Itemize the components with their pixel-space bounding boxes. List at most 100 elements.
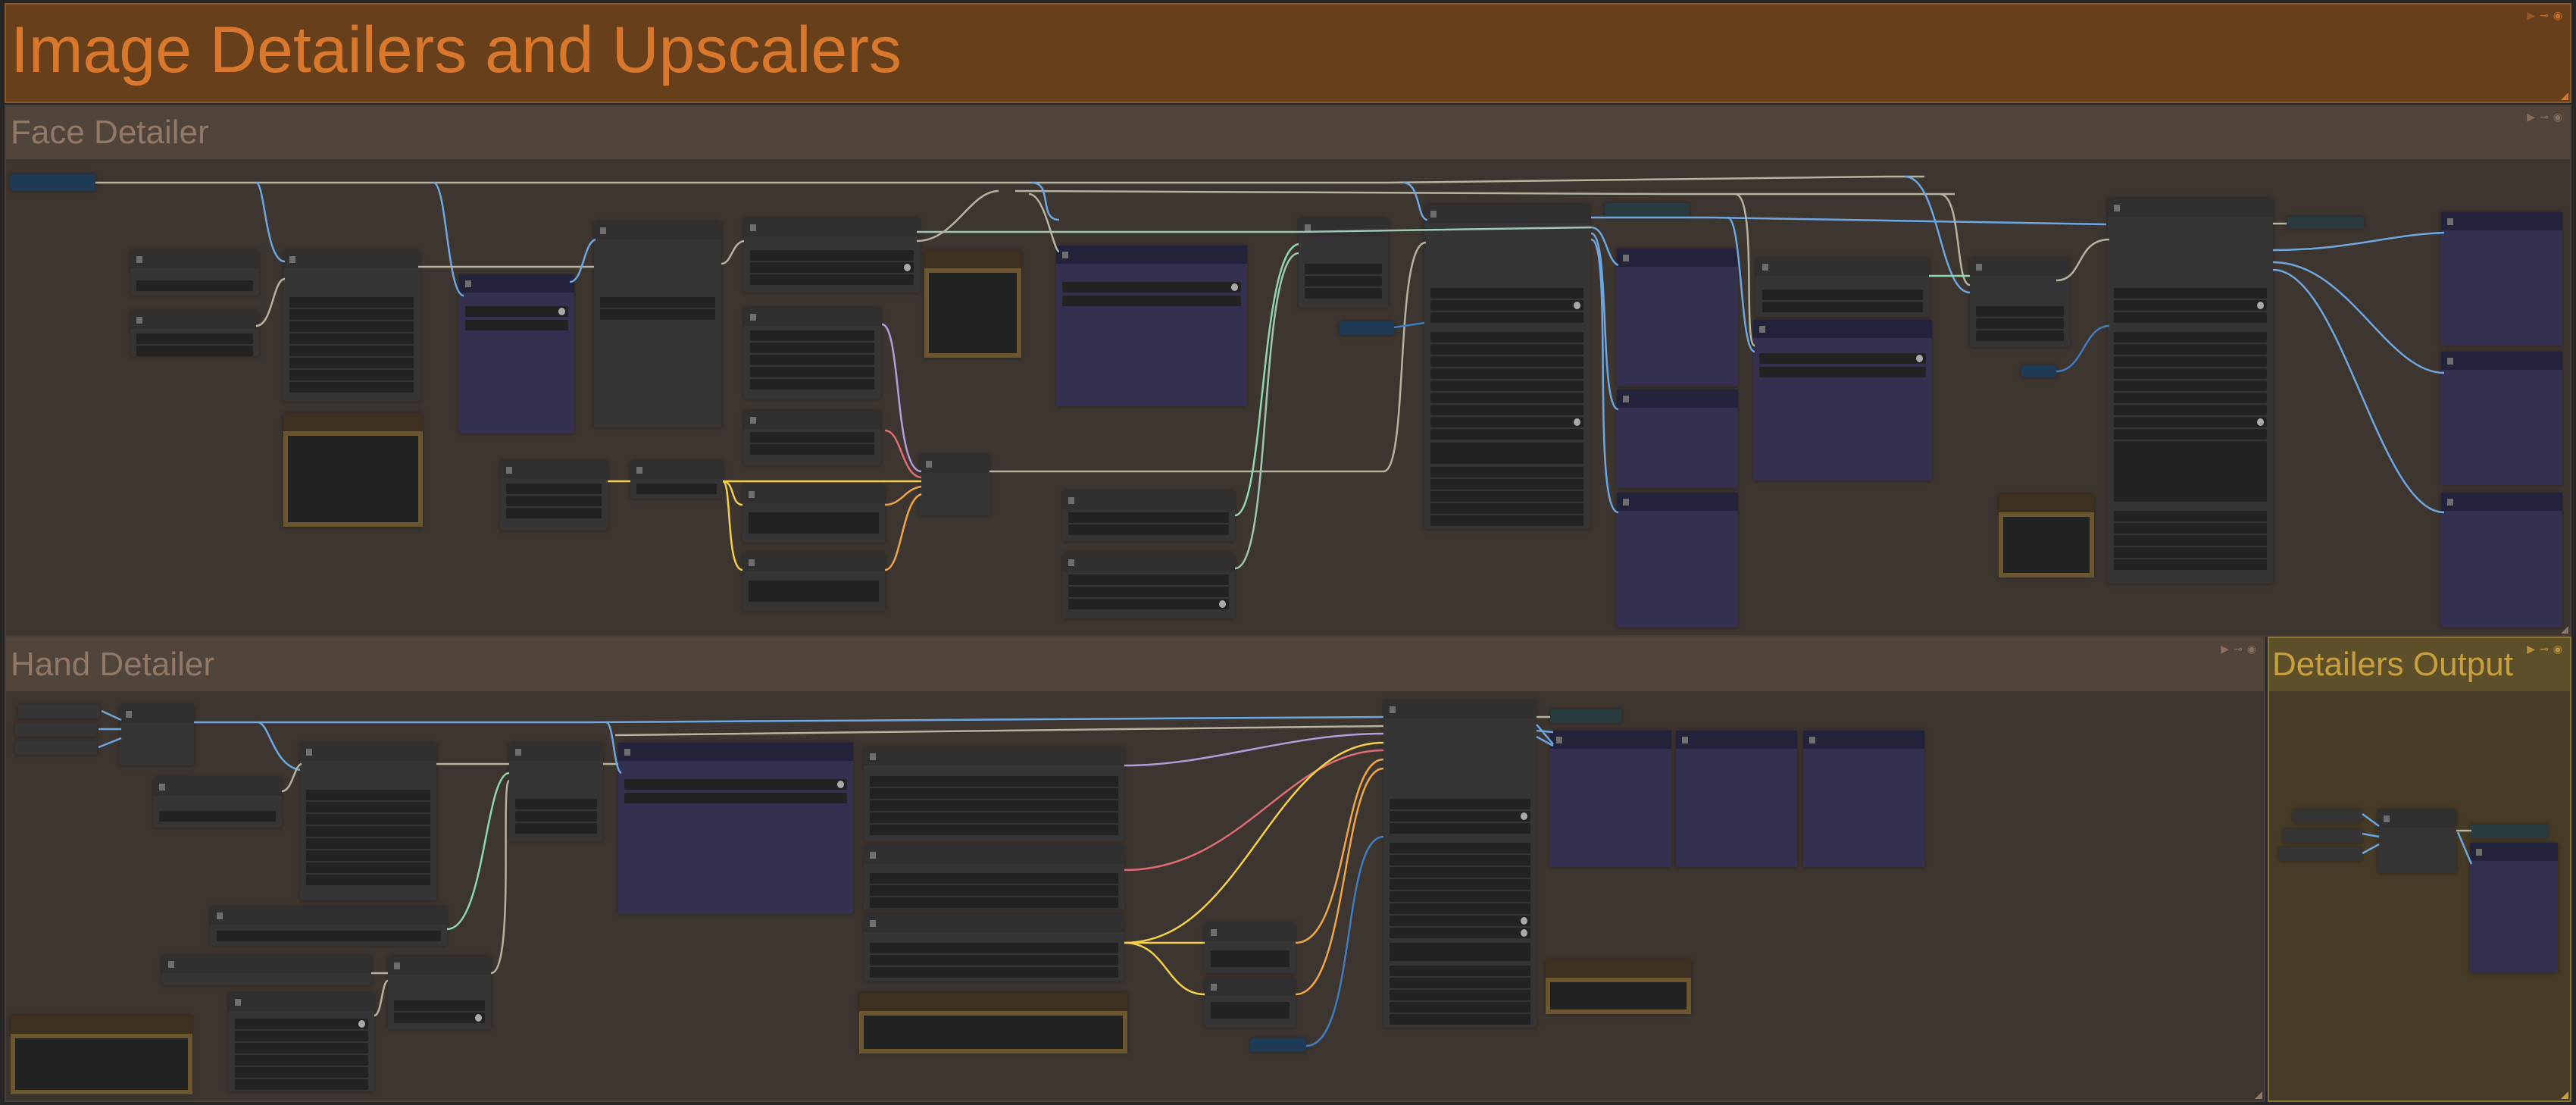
node-widget[interactable] <box>306 838 430 849</box>
node-widget[interactable] <box>394 1000 485 1011</box>
node-widget[interactable] <box>1068 587 1229 597</box>
node-widget[interactable] <box>2114 332 2267 343</box>
node-widget[interactable] <box>1759 353 1926 364</box>
node-widget[interactable] <box>1430 368 1583 379</box>
node-face-model-loader[interactable] <box>744 218 920 293</box>
node-header[interactable] <box>2108 199 2273 217</box>
node-header[interactable] <box>864 914 1124 932</box>
reroute-node[interactable] <box>1605 203 1690 217</box>
node-header[interactable] <box>630 461 723 479</box>
node-widget[interactable] <box>289 358 414 368</box>
node-hand-image-input[interactable] <box>162 955 371 985</box>
node-header[interactable] <box>594 221 721 239</box>
node-hand-negative-prompt[interactable] <box>1205 978 1296 1028</box>
node-hand-upscale-settings[interactable] <box>229 993 374 1091</box>
node-widget[interactable] <box>1430 288 1583 299</box>
node-widget[interactable] <box>600 297 715 308</box>
node-widget[interactable] <box>235 1019 368 1029</box>
node-widget[interactable] <box>1390 799 1530 809</box>
node-widget[interactable] <box>750 444 874 455</box>
primitive-node[interactable] <box>1340 321 1394 335</box>
node-widget[interactable] <box>1430 312 1583 323</box>
node-widget[interactable] <box>870 788 1118 799</box>
node-widget[interactable] <box>1390 855 1530 866</box>
node-hand-preview-2[interactable] <box>1676 731 1797 867</box>
node-widget[interactable] <box>306 790 430 800</box>
node-face-loader-1[interactable] <box>130 250 259 296</box>
node-widget[interactable] <box>1759 367 1926 377</box>
node-hand-detailer[interactable] <box>1383 700 1537 1028</box>
node-negative-prompt[interactable] <box>742 553 885 611</box>
node-widget[interactable] <box>2114 300 2267 311</box>
node-widget[interactable] <box>870 873 1118 884</box>
node-header[interactable] <box>1803 731 1924 749</box>
node-widget[interactable] <box>1976 306 2064 317</box>
node-widget[interactable] <box>506 508 602 518</box>
node-widget[interactable] <box>1062 296 1241 306</box>
node-widget[interactable] <box>159 811 276 822</box>
node-face-loader-2[interactable] <box>130 311 259 356</box>
node-widget[interactable] <box>506 484 602 494</box>
node-header[interactable] <box>2441 212 2562 230</box>
node-widget[interactable] <box>1430 380 1583 391</box>
node-hand-switch[interactable] <box>120 705 194 765</box>
node-widget[interactable] <box>1068 574 1229 585</box>
node-header[interactable] <box>1550 731 1671 749</box>
node-header[interactable] <box>1617 249 1738 267</box>
reroute-node[interactable] <box>11 174 95 191</box>
node-widget[interactable] <box>1390 966 1530 976</box>
node-widget[interactable] <box>750 274 914 285</box>
node-widget[interactable] <box>1430 356 1583 367</box>
wildcard-textarea[interactable] <box>2114 441 2267 502</box>
node-widget[interactable] <box>235 1079 368 1090</box>
node-output-preview[interactable] <box>2470 843 2558 973</box>
node-face-sampler-settings[interactable] <box>283 250 420 402</box>
node-face-detailer-pipe[interactable] <box>2108 199 2273 584</box>
node-preview-final-1[interactable] <box>2441 212 2562 346</box>
node-hand-preview-bridge[interactable] <box>618 743 853 914</box>
node-header[interactable] <box>742 553 885 571</box>
node-hand-clip-loader[interactable] <box>864 914 1124 981</box>
node-widget[interactable] <box>870 897 1118 908</box>
group-title[interactable]: Hand Detailer <box>6 638 2264 691</box>
resize-handle[interactable] <box>2561 1091 2568 1099</box>
node-image-scale[interactable] <box>1299 218 1388 308</box>
node-widget[interactable] <box>1762 290 1923 300</box>
node-header[interactable] <box>1299 218 1388 236</box>
node-widget[interactable] <box>1305 288 1382 299</box>
node-widget[interactable] <box>2114 547 2267 558</box>
node-widget[interactable] <box>289 309 414 320</box>
node-widget[interactable] <box>2114 380 2267 391</box>
node-widget[interactable] <box>750 330 874 341</box>
eye-icon[interactable]: ◉ <box>2246 643 2256 655</box>
node-preview-image[interactable] <box>859 993 1127 1053</box>
node-widget[interactable] <box>1430 332 1583 343</box>
node-output-input-2[interactable] <box>2284 829 2362 843</box>
node-header[interactable] <box>2441 352 2562 370</box>
link-icon[interactable]: ⊸ <box>2540 643 2549 655</box>
node-hand-image-scale[interactable] <box>388 956 491 1029</box>
node-widget[interactable] <box>750 355 874 365</box>
node-widget[interactable] <box>1390 1014 1530 1025</box>
node-preview-enhanced[interactable] <box>1617 390 1738 488</box>
node-header[interactable] <box>1205 978 1296 996</box>
node-preview-final-2[interactable] <box>2441 352 2562 485</box>
node-widget[interactable] <box>306 862 430 873</box>
node-widget[interactable] <box>289 333 414 344</box>
node-widget[interactable] <box>1762 302 1923 312</box>
node-widget[interactable] <box>515 823 597 834</box>
node-widget[interactable] <box>1430 515 1583 526</box>
node-header[interactable] <box>1970 258 2070 276</box>
node-preview-image[interactable] <box>924 250 1021 358</box>
node-widget[interactable] <box>1390 843 1530 853</box>
node-preview-image[interactable] <box>283 413 423 527</box>
node-image-batch[interactable] <box>2377 809 2456 873</box>
node-widget[interactable] <box>235 1067 368 1078</box>
node-widget[interactable] <box>1430 467 1583 477</box>
node-header[interactable] <box>1676 731 1797 749</box>
node-widget[interactable] <box>1062 282 1241 293</box>
node-clip-set-layer[interactable] <box>630 461 723 499</box>
primitive-node[interactable] <box>2021 365 2056 377</box>
node-widget[interactable] <box>1430 479 1583 490</box>
link-icon[interactable]: ⊸ <box>2540 9 2549 21</box>
